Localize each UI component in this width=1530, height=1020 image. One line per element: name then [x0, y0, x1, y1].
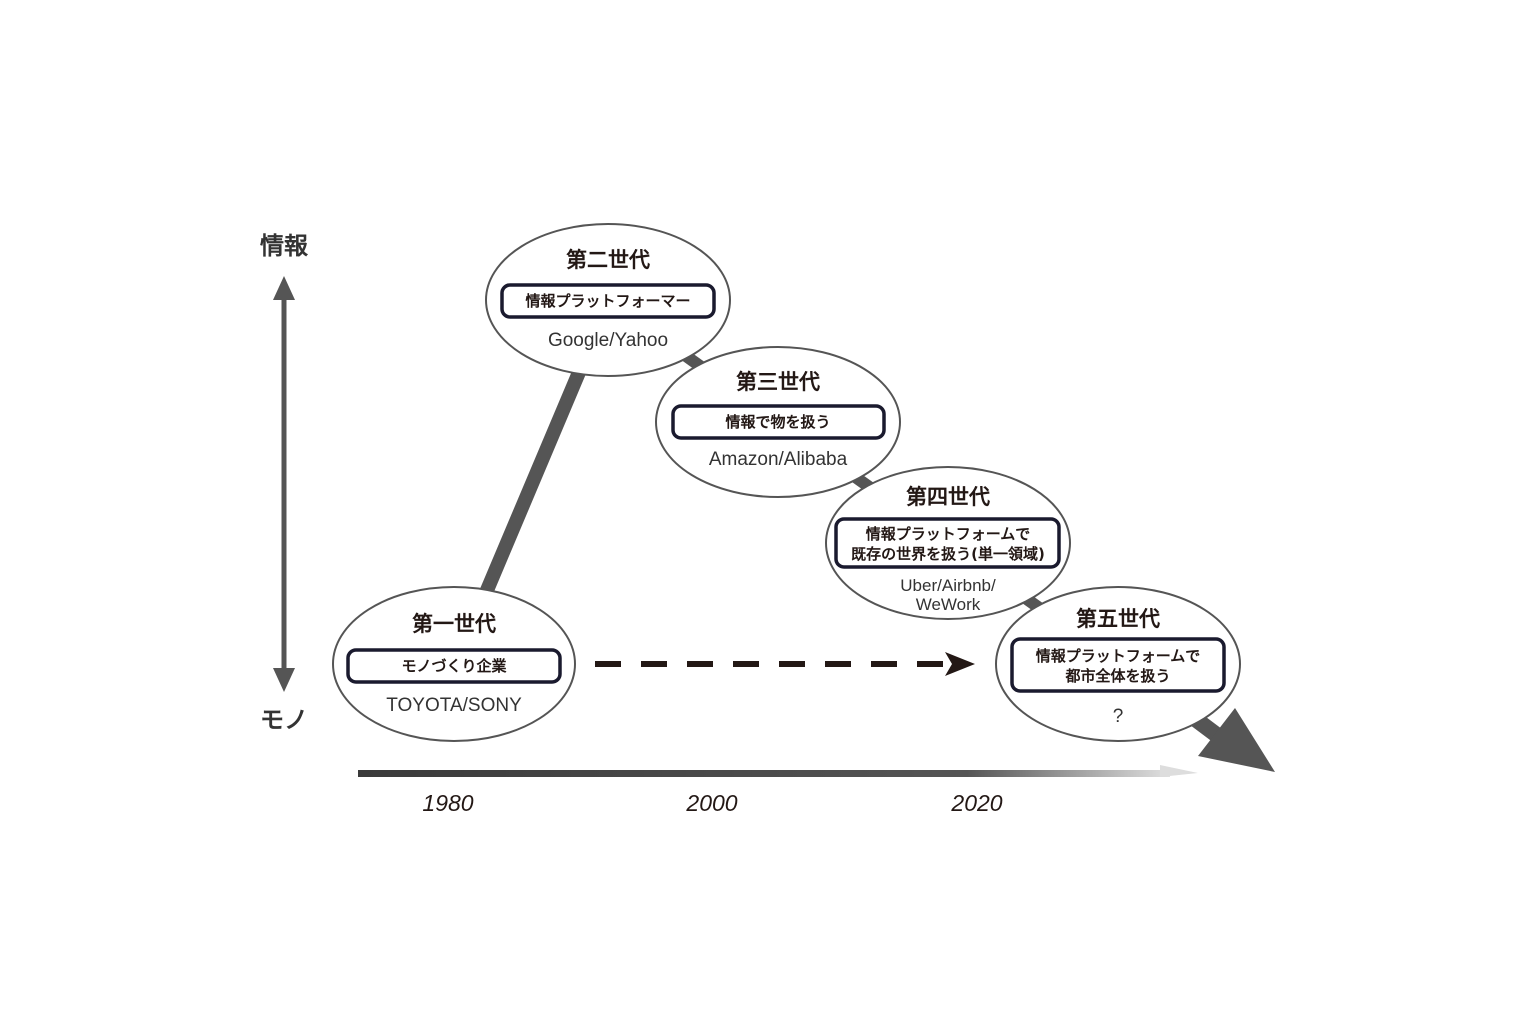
generation-description: 情報プラットフォーマー: [525, 292, 690, 310]
generation-title: 第一世代: [412, 612, 496, 636]
generation-examples: Uber/Airbnb/: [900, 576, 996, 595]
generation-description: 既存の世界を扱う(単一領域): [851, 545, 1045, 563]
generation-2-bubble: 第二世代 情報プラットフォーマー Google/Yahoo: [485, 223, 731, 377]
generation-title: 第四世代: [906, 485, 990, 509]
generation-examples: TOYOTA/SONY: [386, 695, 522, 716]
generation-description: 情報で物を扱う: [725, 413, 830, 431]
generation-examples: ?: [1113, 706, 1124, 727]
generation-description: 情報プラットフォームで: [866, 525, 1031, 543]
generation-description: 都市全体を扱う: [1064, 667, 1170, 685]
generation-4-bubble: 第四世代 情報プラットフォームで 既存の世界を扱う(単一領域) Uber/Air…: [825, 466, 1071, 620]
dashed-arrow: [595, 652, 975, 676]
generation-description: 情報プラットフォームで: [1036, 647, 1201, 665]
year-label: 2000: [685, 790, 737, 816]
generation-1-bubble: 第一世代 モノづくり企業 TOYOTA/SONY: [332, 586, 576, 742]
generation-title: 第三世代: [736, 370, 820, 394]
generation-examples: WeWork: [916, 595, 981, 614]
axis-label-information: 情報: [260, 232, 309, 260]
vertical-axis-arrow: [273, 276, 295, 692]
year-label: 2020: [950, 790, 1002, 816]
generation-examples: Amazon/Alibaba: [709, 449, 848, 470]
year-label: 1980: [422, 790, 473, 816]
axis-label-things: モノ: [260, 706, 308, 734]
generation-examples: Google/Yahoo: [548, 330, 668, 351]
generation-title: 第五世代: [1076, 607, 1160, 631]
time-axis-arrow: [358, 765, 1198, 777]
generation-description: モノづくり企業: [401, 657, 507, 675]
generation-5-bubble: 第五世代 情報プラットフォームで 都市全体を扱う ?: [995, 586, 1241, 742]
generation-3-bubble: 第三世代 情報で物を扱う Amazon/Alibaba: [655, 346, 901, 498]
generation-title: 第二世代: [566, 248, 650, 272]
